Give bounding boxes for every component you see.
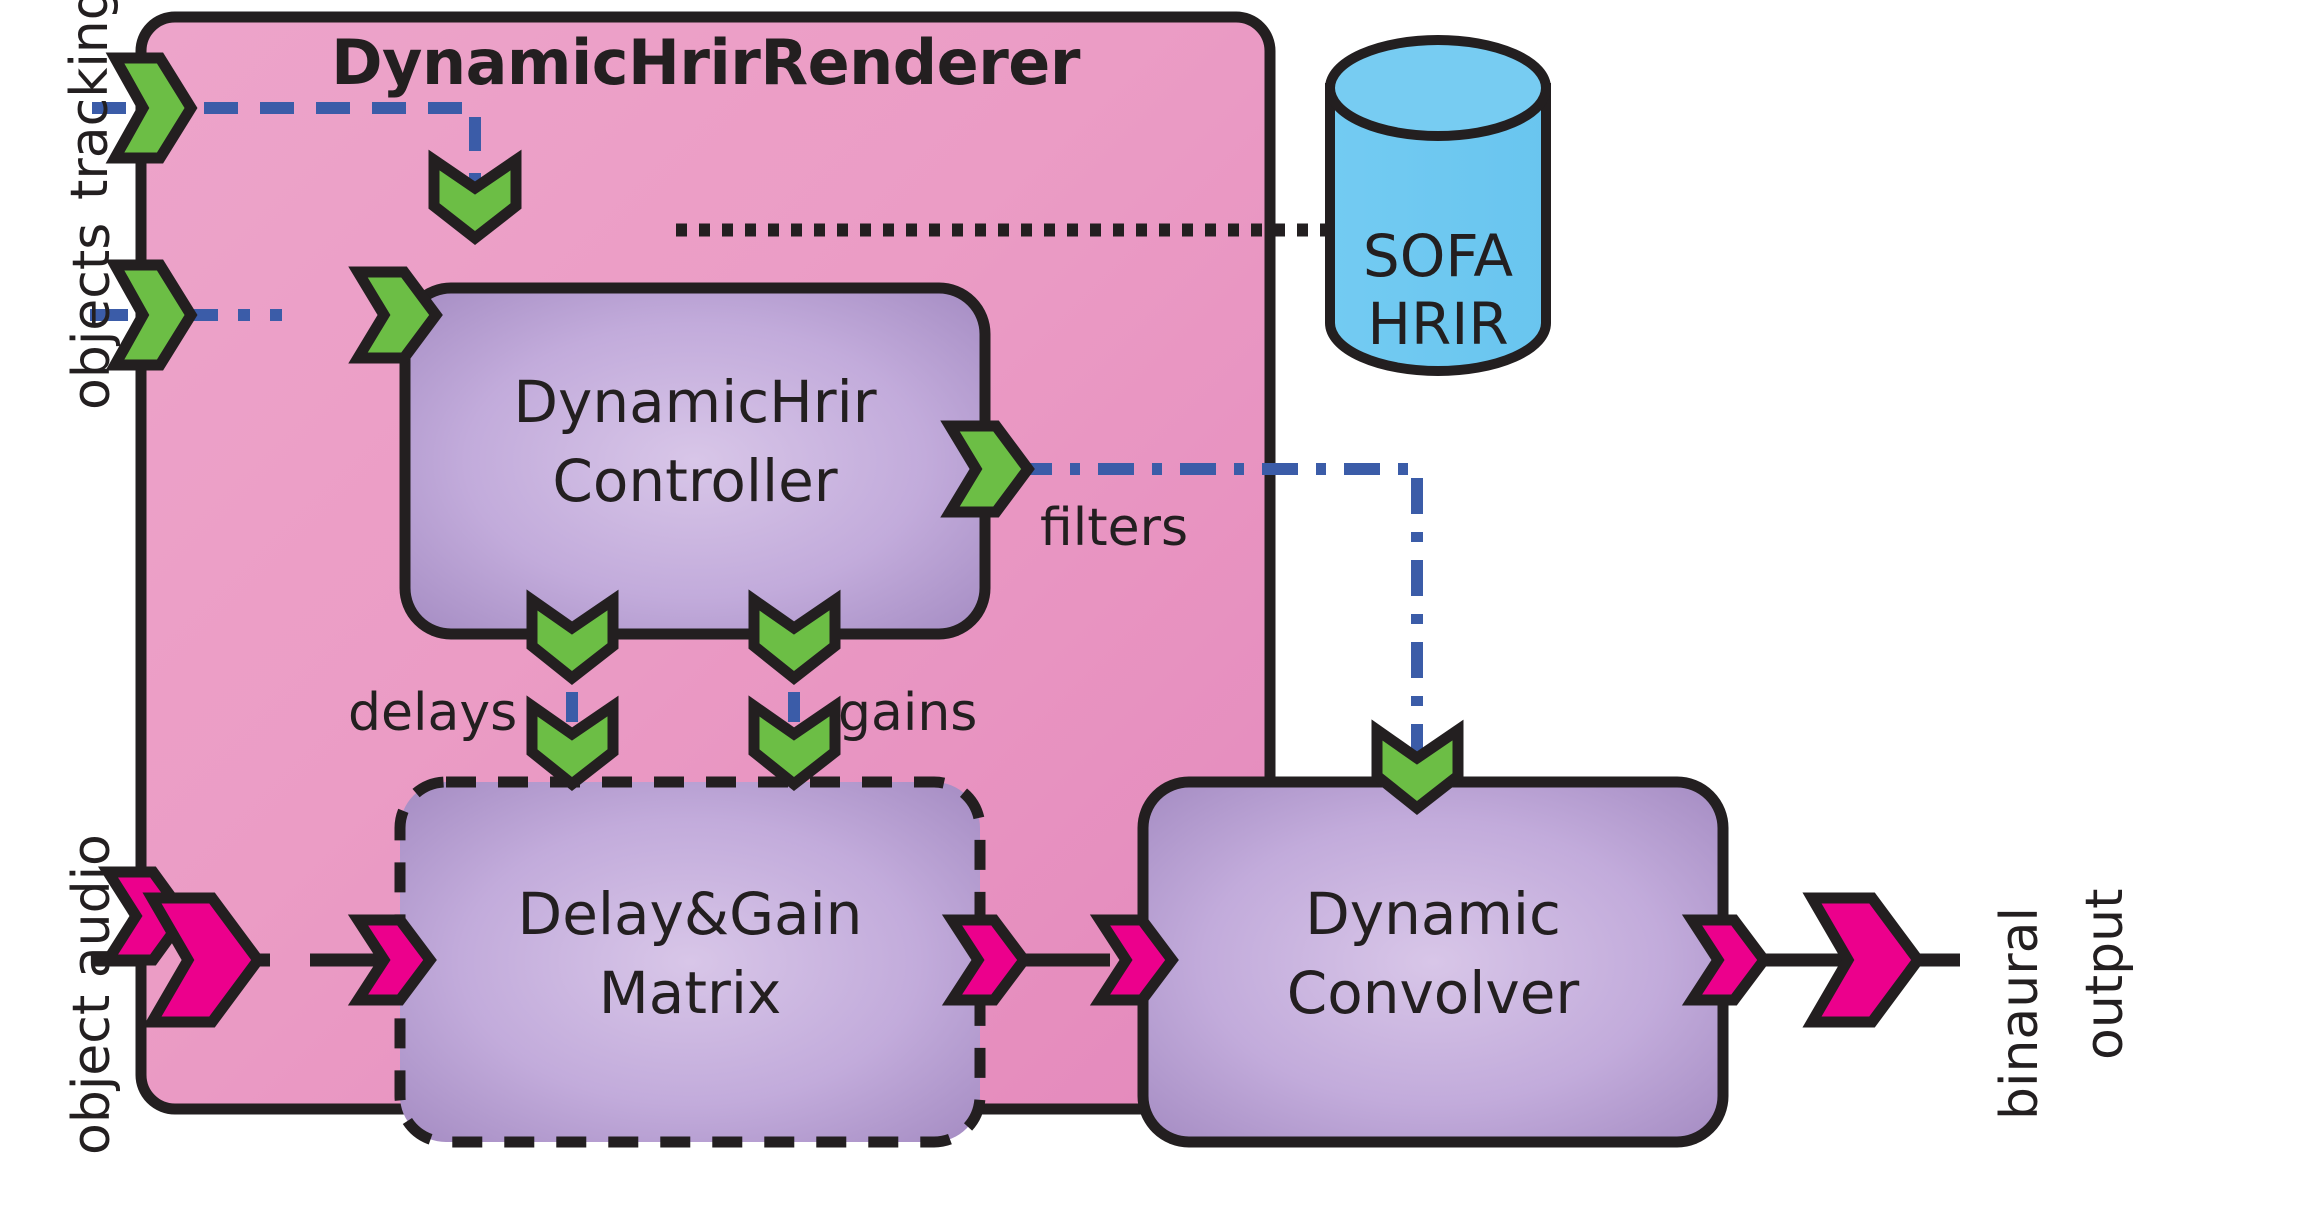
signal-label-filters: filters — [1040, 498, 1189, 558]
port-objects-in[interactable] — [105, 259, 198, 371]
port-matrix-gains-in[interactable] — [748, 695, 841, 792]
block-label-matrix-line2: Matrix — [598, 959, 782, 1027]
port-object-audio-in-outer[interactable] — [142, 892, 265, 1028]
block-label-matrix-line1: Delay&Gain — [517, 880, 863, 948]
block-label-controller-line1: DynamicHrir — [513, 368, 877, 436]
port-convolver-audio-in[interactable] — [1089, 914, 1179, 1006]
external-label-binaural-output-line2: output — [2075, 888, 2135, 1060]
port-tracking-in[interactable] — [105, 52, 198, 164]
renderer-title: DynamicHrirRenderer — [331, 26, 1080, 99]
block-label-convolver-line1: Dynamic — [1305, 880, 1561, 948]
external-label-objects: objects — [62, 222, 122, 410]
port-controller-objects-in[interactable] — [348, 266, 443, 364]
sofa-hrir-database-icon — [1325, 35, 1551, 376]
port-controller-filters-out[interactable] — [940, 420, 1035, 518]
external-label-object-audio: object audio — [62, 834, 122, 1155]
signal-label-delays: delays — [348, 683, 518, 743]
port-controller-delays-out[interactable] — [526, 589, 619, 686]
external-label-tracking: tracking — [60, 0, 120, 200]
port-matrix-delays-in[interactable] — [526, 695, 619, 792]
port-binaural-audio-out[interactable] — [1802, 892, 1925, 1028]
external-label-binaural-output-line1: binaural — [1990, 907, 2050, 1120]
block-label-convolver-line2: Convolver — [1286, 959, 1580, 1027]
port-controller-tracking-in[interactable] — [428, 149, 522, 245]
database-label-line1: SOFA — [1362, 222, 1514, 290]
port-matrix-audio-out[interactable] — [941, 914, 1031, 1006]
filters-signal-path — [1016, 463, 1423, 757]
port-matrix-audio-in[interactable] — [347, 914, 437, 1006]
port-convolver-filters-in[interactable] — [1371, 719, 1464, 816]
port-convolver-audio-out[interactable] — [1681, 914, 1771, 1006]
port-controller-gains-out[interactable] — [748, 589, 841, 686]
tracking-signal-path — [92, 102, 481, 196]
database-label-line2: HRIR — [1367, 290, 1509, 358]
signal-label-gains: gains — [838, 683, 978, 743]
block-label-controller-line2: Controller — [552, 447, 838, 515]
